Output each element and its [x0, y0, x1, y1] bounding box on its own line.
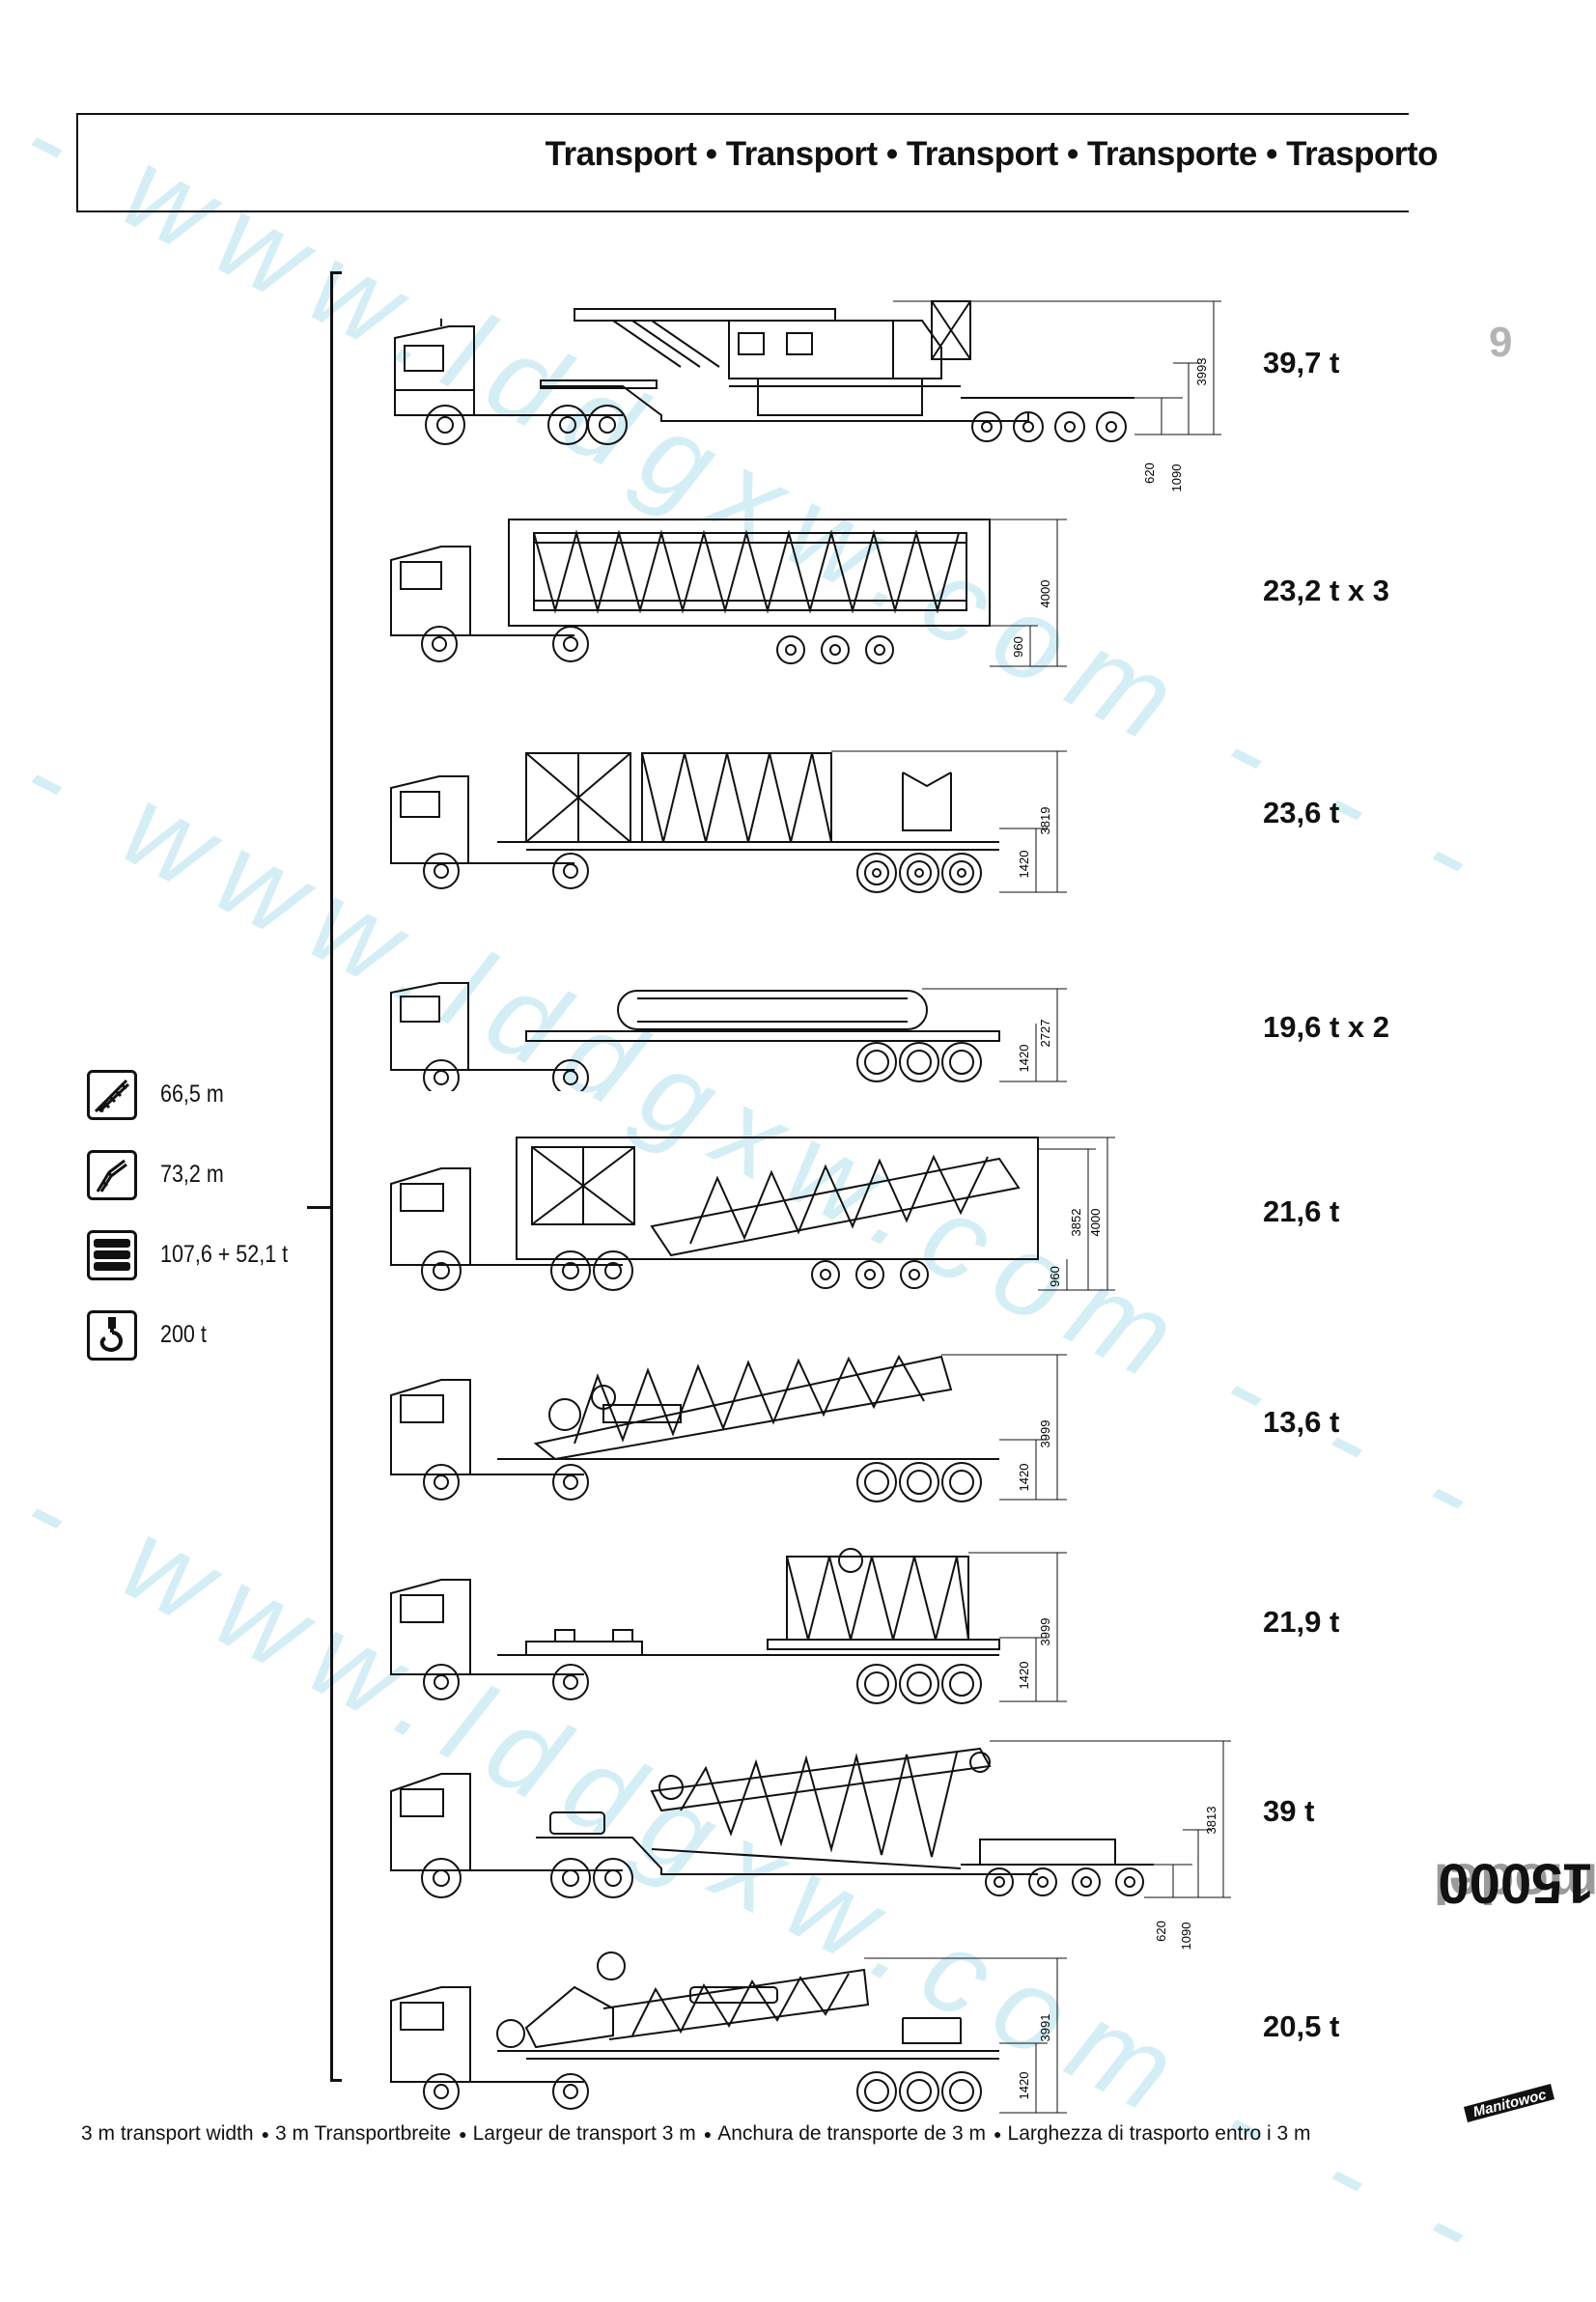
dimension-label: 2727	[1038, 1020, 1052, 1048]
dimension-label: 1420	[1017, 2072, 1031, 2100]
transport-drawing-boom-butt: 3991 1420	[390, 1951, 1067, 2114]
page-title: Transport • Transport • Transport • Tran…	[545, 135, 1439, 173]
jib-length-icon	[87, 1150, 137, 1200]
load-weight: 21,9 t	[1263, 1605, 1340, 1639]
footer-fr: Largeur de transport 3 m	[472, 2122, 696, 2145]
dimension-label: 3819	[1038, 807, 1052, 835]
title-en: Transport	[545, 135, 697, 173]
dimension-label: 960	[1048, 1266, 1062, 1287]
dimension-label: 1420	[1017, 1662, 1031, 1690]
model-label: model 15000	[1434, 1728, 1596, 2037]
spec-value: 107,6 + 52,1 t	[160, 1241, 289, 1268]
title-it: Trasporto	[1286, 135, 1438, 173]
dimension-label: 3999	[1038, 1618, 1052, 1646]
transport-drawing-boom-inserts: 3819 1420	[390, 750, 1067, 893]
load-weight: 20,5 t	[1263, 2009, 1340, 2043]
counterweight-icon	[87, 1230, 137, 1280]
group-bracket	[330, 271, 342, 2082]
dimension-label: 3993	[1194, 358, 1209, 386]
load-weight: 39 t	[1263, 1794, 1315, 1828]
manitowoc-logo: Manitowoc	[1464, 2084, 1554, 2122]
title-es: Transporte	[1086, 135, 1257, 173]
dimension-label: 1420	[1017, 851, 1031, 879]
transport-drawing-boom-top: 3999 1420	[390, 1354, 1067, 1502]
transport-drawing-boom-base: 3852 4000 960	[390, 1137, 1115, 1291]
dimension-label: 4000	[1088, 1209, 1103, 1237]
footer-it: Larghezza di trasporto entro i 3 m	[1007, 2122, 1311, 2145]
spec-value: 200 t	[160, 1321, 207, 1348]
page-number: 9	[1489, 319, 1513, 366]
dimension-label: 1090	[1179, 1923, 1193, 1951]
dimension-label: 3999	[1038, 1420, 1052, 1448]
load-weight: 13,6 t	[1263, 1405, 1340, 1439]
model-number: 15000	[1438, 1851, 1594, 1915]
footer-en: 3 m transport width	[81, 2122, 254, 2145]
load-weight: 23,6 t	[1263, 796, 1340, 829]
load-weight: 39,7 t	[1263, 346, 1340, 379]
transport-drawing-crane-base: 3993 620 1090	[394, 300, 1221, 492]
dimension-label: 3852	[1069, 1209, 1083, 1237]
load-weight: 23,2 t x 3	[1263, 574, 1389, 607]
title-fr: Transport	[906, 135, 1058, 173]
dimension-label: 4000	[1038, 580, 1052, 608]
logo-text: Manitowoc	[1471, 2087, 1549, 2120]
dimension-label: 620	[1142, 463, 1157, 484]
load-weight: 21,6 t	[1263, 1194, 1340, 1228]
spec-value: 66,5 m	[160, 1081, 224, 1108]
bracket-tick	[307, 1206, 332, 1209]
header-frame	[76, 113, 1409, 212]
dimension-label: 3813	[1204, 1807, 1218, 1835]
footer-es: Anchura de transporte de 3 m	[717, 2122, 987, 2145]
hook-icon	[87, 1310, 137, 1361]
dimension-label: 620	[1154, 1921, 1168, 1942]
dimension-label: 1420	[1017, 1045, 1031, 1073]
spec-value: 73,2 m	[160, 1161, 224, 1188]
footer-de: 3 m Transportbreite	[275, 2122, 452, 2145]
load-weight: 19,6 t x 2	[1263, 1010, 1389, 1044]
transport-drawing-jib: 3999 1420	[390, 1548, 1067, 1704]
transport-drawing-boom-sections: 4000 960	[390, 519, 1067, 667]
transport-drawing-crawler: 2727 1420	[390, 982, 1067, 1091]
title-de: Transport	[725, 135, 878, 173]
dimension-label: 3991	[1038, 2014, 1052, 2042]
footer-transport-width: 3 m transport width●3 m Transportbreite●…	[81, 2122, 1311, 2145]
boom-length-icon	[87, 1070, 137, 1120]
dimension-label: 1090	[1169, 464, 1184, 492]
transport-drawing-upperworks: 3813 620 1090	[390, 1740, 1231, 1951]
dimension-label: 960	[1011, 636, 1025, 658]
dimension-label: 1420	[1017, 1464, 1031, 1492]
